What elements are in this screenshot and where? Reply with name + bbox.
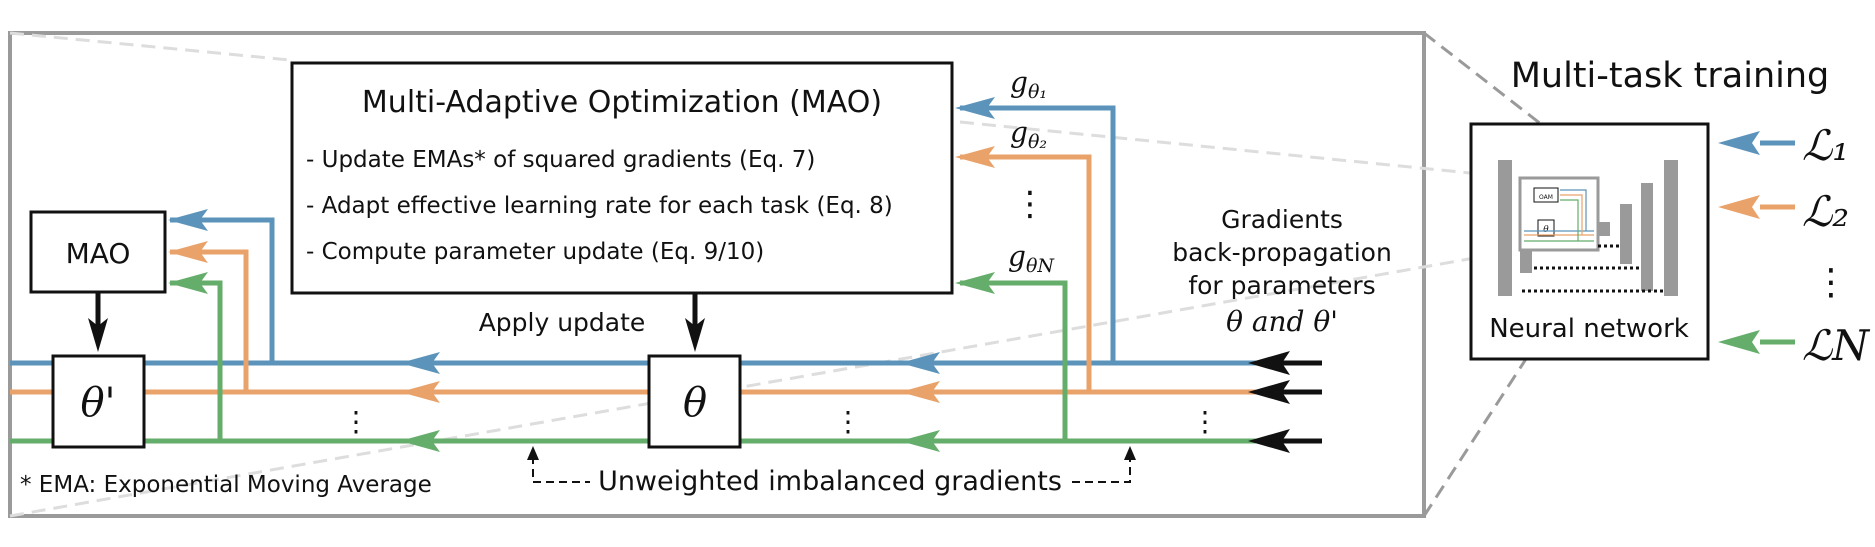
loss-n-head bbox=[1718, 330, 1760, 354]
mini-theta-label: θ bbox=[1543, 225, 1549, 235]
small-mao-box bbox=[29, 210, 167, 294]
bracket-head-left bbox=[527, 446, 539, 460]
ellipsis-middle: ⋮ bbox=[834, 405, 862, 438]
zoom-lines-faint bbox=[9, 31, 1521, 518]
multitask-title: Multi-task training bbox=[1511, 56, 1830, 96]
small-mao-down-head bbox=[88, 318, 108, 352]
loss-1: ℒ₁ bbox=[1802, 121, 1849, 170]
main-frame bbox=[8, 31, 1426, 518]
line-arrowheads bbox=[400, 352, 940, 452]
mini-mao-label: OAM bbox=[1539, 194, 1553, 201]
gradients-line-1: Gradients bbox=[1221, 205, 1343, 234]
mao-item-2: - Adapt effective learning rate for each… bbox=[306, 193, 893, 219]
g-theta-n: gθN bbox=[1008, 240, 1055, 277]
g-theta-2: gθ₂ bbox=[1010, 116, 1047, 153]
mini-mao-box bbox=[1533, 187, 1559, 203]
bracket-head-right bbox=[1124, 446, 1136, 460]
mao-feed-arrowheads bbox=[955, 97, 995, 294]
loss-dots: ⋮ bbox=[1813, 262, 1849, 303]
loss-n: ℒN bbox=[1802, 321, 1870, 370]
mao-item-3: - Compute parameter update (Eq. 9/10) bbox=[306, 239, 764, 265]
mao-feed-lines bbox=[960, 105, 1116, 441]
unweighted-bracket bbox=[532, 456, 1131, 483]
network-dotted-lines bbox=[1522, 244, 1664, 293]
loss-2: ℒ₂ bbox=[1802, 187, 1849, 236]
mao-title: Multi-Adaptive Optimization (MAO) bbox=[362, 85, 882, 120]
mao-down-head bbox=[685, 318, 705, 352]
mao-item-1: - Update EMAs* of squared gradients (Eq.… bbox=[306, 147, 815, 173]
theta-label: θ bbox=[683, 380, 707, 426]
input-arrowheads bbox=[1248, 351, 1290, 453]
theta-prime-label: θ' bbox=[80, 380, 115, 426]
small-mao-feed-arrowheads bbox=[168, 209, 208, 294]
loss-2-head bbox=[1718, 195, 1760, 219]
footnote: * EMA: Exponential Moving Average bbox=[20, 472, 432, 498]
theta-box bbox=[647, 354, 742, 449]
gradients-line-2: back-propagation bbox=[1172, 238, 1392, 267]
mini-lines bbox=[1524, 189, 1594, 242]
loss-1-head bbox=[1718, 131, 1760, 155]
g-theta-1: gθ₁ bbox=[1010, 66, 1047, 103]
input-segments bbox=[1260, 360, 1322, 444]
apply-update-label: Apply update bbox=[479, 308, 646, 337]
network-schematic bbox=[1498, 160, 1678, 296]
g-dots: ⋮ bbox=[1013, 184, 1047, 224]
mini-theta-box bbox=[1537, 219, 1555, 237]
unweighted-label: Unweighted imbalanced gradients bbox=[598, 466, 1062, 497]
gradients-line-3: for parameters bbox=[1188, 271, 1375, 300]
mao-box bbox=[290, 61, 954, 295]
network-label: Neural network bbox=[1489, 314, 1689, 344]
ellipsis-left: ⋮ bbox=[342, 405, 370, 438]
theta-prime-box bbox=[51, 354, 146, 449]
gradients-line-4: θ and θ' bbox=[1226, 305, 1338, 338]
small-mao-label: MAO bbox=[66, 237, 131, 270]
ellipsis-right: ⋮ bbox=[1191, 405, 1219, 438]
